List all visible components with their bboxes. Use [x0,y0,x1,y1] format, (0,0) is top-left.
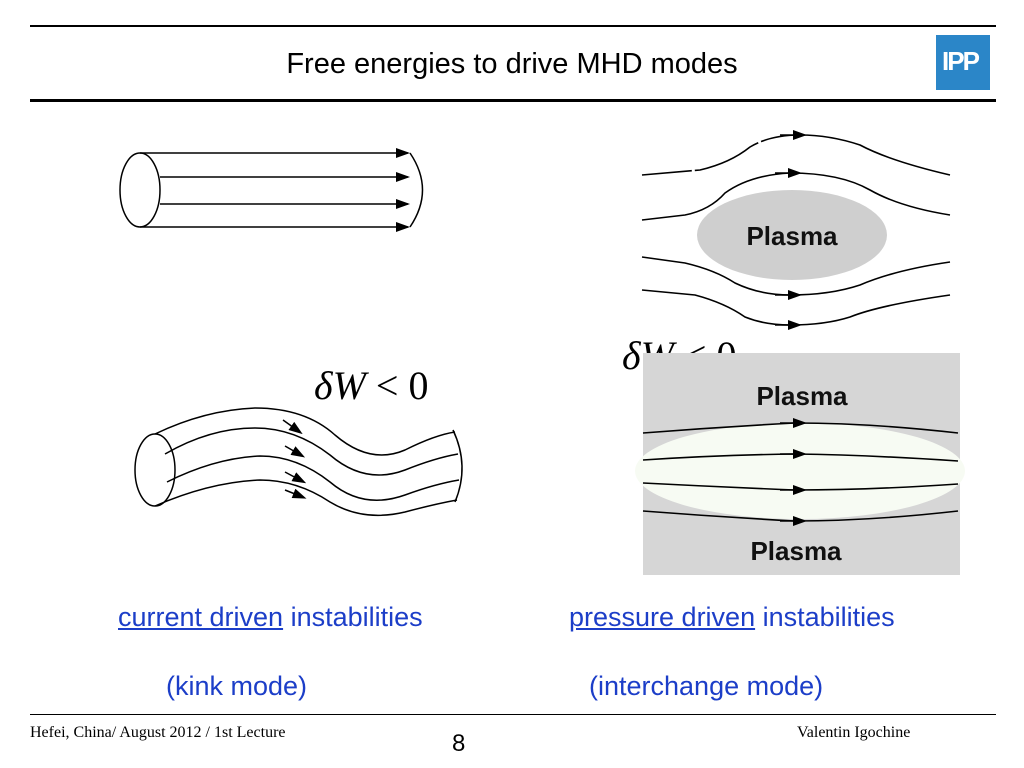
kink-arrow [284,471,307,484]
tube-end-ellipse [119,152,161,228]
plasma-box-bottom-label: Plasma [750,536,842,566]
kink-tube-far-end [452,429,463,503]
ipp-logo: IPP [936,35,990,90]
slide-title: Free energies to drive MHD modes [286,48,738,80]
kink-tube-bottom-line [154,479,458,517]
caption-left-rest: instabilities [283,602,423,632]
kink-arrow [282,419,303,435]
footer-left: Hefei, China/ August 2012 / 1st Lecture [30,724,286,741]
kink-tube-top-line [154,407,456,456]
caption-kink-mode: (kink mode) [166,671,308,701]
kink-arrow [284,445,306,458]
plasma-ellipse [697,190,887,280]
plasma-label: Plasma [746,221,838,251]
caption-pressure-driven: pressure driven instabilities [569,602,895,633]
delta-symbol: δ [314,363,333,408]
w-symbol: W [332,363,366,408]
top-rule [30,25,996,27]
footer-right: Valentin Igochine [797,724,911,741]
header-rule [30,99,996,102]
less-than-zero: < 0 [365,363,429,408]
vacuum-band [635,423,965,519]
current-driven-term: current driven [118,602,284,632]
kink-tube-inner-line [166,455,460,501]
kink-tube-end-ellipse [134,433,176,507]
plasma-box-top-label: Plasma [756,381,848,411]
caption-interchange-mode: (interchange mode) [589,671,824,701]
straight-flux-tube-diagram [119,148,424,232]
tube-far-end [409,152,424,228]
footer-rule [30,714,996,715]
caption-current-driven: current driven instabilities [118,602,423,633]
field-line [641,134,951,176]
pressure-driven-term: pressure driven [569,602,756,632]
page-number: 8 [452,730,466,757]
field-lines-around-plasma-diagram: Plasma [641,130,951,330]
kink-tube-inner-line [164,427,459,476]
delta-w-label-left: δW < 0 [314,362,428,409]
kink-arrow [284,488,307,499]
caption-right-rest: instabilities [755,602,895,632]
kinked-flux-tube-diagram [134,407,463,517]
delta-symbol: δ [622,333,641,378]
logo-text: IPP [942,46,980,76]
interchange-plasma-box-diagram: Plasma Plasma [635,353,965,575]
